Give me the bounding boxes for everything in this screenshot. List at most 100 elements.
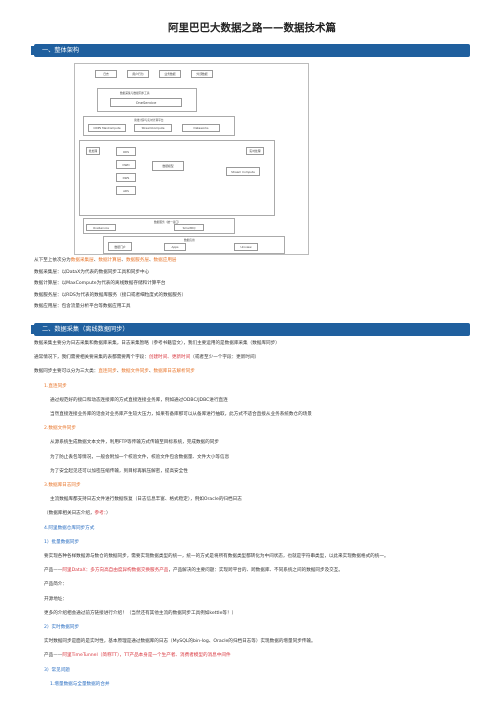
text-span: ） (106, 511, 111, 517)
text-line: 2.数据文件同步 (44, 426, 76, 432)
text-span: 通常情况下，我们需要相关要采集的表都需要两个字段： (34, 355, 149, 361)
text-span: 从下至上依次分为 (34, 258, 71, 263)
engine-box: ODPS MaxCompute (88, 124, 126, 132)
realtime-box: 实时处理 (246, 147, 264, 155)
text-line: 数据同步主要可以分为三大类：直连同步、数据文件同步、数据库日志解析同步 (34, 369, 195, 375)
text-span: 、 (148, 258, 154, 263)
text-span: 数据服务层 (125, 258, 149, 263)
text-line: 1.增量数据与全量数据的合并 (50, 682, 110, 688)
layer-box: ODS (116, 147, 136, 156)
engine-box: StreamCompute (134, 124, 172, 132)
text-span: 通过规范好的接口和动态连接库的方式直接连接业务库，例如通过ODBC/JDBC进行… (50, 397, 228, 403)
app-label: 数据应用 (184, 238, 195, 242)
text-span: 数据服务层：以RDS为代表的数据库服务（接口或者细粒度式的数据服务） (34, 292, 187, 298)
text-span: 主流数据库都支持日志文件进行数据恢复（日志信息丰富、格式稳定），例如Oracle… (50, 497, 242, 503)
text-line: 数据应用层：包含流量分析平台等数据应用工具 (34, 304, 130, 310)
layer-box: DWD (116, 160, 136, 169)
text-line: 数据采集层：以DataX为代表的数据同步工具和同步中心 (34, 270, 149, 276)
text-span: 1）批量数据同步 (44, 539, 80, 545)
model-box: 数据模型 (152, 161, 184, 171)
collect-label: 数据采集与数据同步工具 (120, 91, 150, 95)
layer-box: ADS (116, 186, 136, 195)
text-span: 、 (116, 369, 122, 375)
text-span: 数据计算层 (98, 258, 122, 263)
text-line: 为了安全起见还可以加密压缩传输，到目标再解压解密，提高安全性 (50, 469, 188, 475)
text-line: 当然直接连接业务库的话会对业务库产生较大压力，如果有备库那可以从备库进行抽取，此… (50, 412, 312, 418)
top-sources: 日志 用户行为 业务数据 外部数据 (95, 70, 285, 78)
layer-box: DWS (116, 173, 136, 182)
page-title: 阿里巴巴大数据之路——数据技术篇 (168, 22, 336, 34)
app-box: 数据门户 (108, 242, 132, 251)
text-span: 数据采集层：以DataX为代表的数据同步工具和同步中心 (34, 269, 150, 275)
text-span: 数据应用层：包含流量分析平台等数据应用工具 (34, 304, 131, 309)
text-span: 数据应用层 (153, 258, 177, 263)
text-span: 、 (148, 369, 154, 375)
text-span: 、 (121, 258, 126, 263)
source-box: 日志 (95, 70, 117, 78)
text-line: 数据服务层：以RDS为代表的数据库服务（接口或者细粒度式的数据服务） (34, 293, 186, 299)
text-span: 直连同步 (98, 369, 117, 375)
text-line: 从下至上依次分为数据采集层、数据计算层、数据服务层、数据应用层 (34, 258, 177, 264)
text-line: 4.阿里数据仓库同步方式 (44, 526, 94, 532)
app-box: Apps (164, 243, 186, 251)
text-line: 数据采集主要分为日志采集和数据库采集，日志采集暂略（参考书籍官文），我们主要运用… (34, 341, 280, 347)
text-span: 产品—— (44, 568, 63, 574)
text-line: 产品——阿里TimeTunnel（简称TT），TT产品本身是一个生产者、消费者模… (44, 653, 231, 659)
text-line: 从源系统生成数据文本文件，利用FTP等传输方式传输至目标系统，完成数据的同步 (50, 440, 219, 446)
text-span: 阿里TimeTunnel（简称TT），TT产品本身是一个生产者、消费者模型的消息… (62, 653, 231, 659)
text-line: 数据计算层：以MaxCompute为代表的离线数据存储和计算平台 (34, 281, 166, 287)
stream-box: Stream Compute (226, 167, 260, 176)
section-banner-architecture: 一、整体架构 (31, 44, 470, 57)
text-line: 1）批量数据同步 (44, 540, 79, 546)
text-span: 为了安全起见还可以加密压缩传输，到目标再解压解密，提高安全性 (50, 468, 188, 474)
compute-label: 离线计算与实时计算平台 (134, 118, 164, 122)
model-group: 批处理 实时处理 ODS DWD DWS ADS 数据模型 Stream Com… (79, 140, 275, 216)
text-line: 通常情况下，我们需要相关要采集的表都需要两个字段：创建时间、更新时间（或者至少一… (34, 355, 259, 361)
text-line: 更多的介绍相会通过前方链接进行介绍！（当然还有其他主流的数据同步工具例如kett… (44, 611, 236, 617)
text-span: 数据库日志解析同步 (153, 369, 195, 375)
text-span: 当然直接连接业务库的话会对业务库产生较大压力，如果有备库那可以从备库进行抽取，此… (50, 412, 312, 417)
text-line: 产品——阿里DataX：多方向高自由度异构数据交换服务产品，产品解决的主要问题：… (44, 568, 343, 574)
app-group: 数据应用 数据门户 Apps Uniview (103, 236, 285, 254)
engine-box: Dataworks (182, 124, 220, 132)
text-line: 实时数据同步是面的是实时性，基本原理是通过数据库的日志（MySQL的bin-lo… (44, 639, 316, 645)
text-span: 、 (93, 258, 99, 263)
text-span: 阿里DataX：多方向高自由度异构数据交换服务产品 (62, 568, 169, 574)
text-span: 开源地址： (44, 596, 67, 602)
text-span: 3.数据库日志同步 (44, 483, 81, 488)
text-span: 创建时间、更新时间 (148, 355, 191, 361)
text-span: 1.增量数据与全量数据的合并 (50, 681, 110, 687)
text-span: 数据文件同步 (121, 369, 149, 375)
text-span: 1.直连同步 (44, 383, 67, 389)
text-line: 产品简介： (44, 582, 67, 588)
text-span: 数据计算层：以MaxCompute为代表的离线数据存储和计算平台 (34, 281, 166, 286)
service-label: 数据服务（统一接口） (154, 220, 181, 224)
source-box: 业务数据 (159, 70, 181, 78)
service-group: 数据服务（统一接口） OneService SmartDQ (83, 218, 235, 234)
text-span: 要实现各种各样数据源与数仓的数据同步，需要实现数据类型的统一，统一的方式是将所有… (44, 554, 389, 559)
text-span: 从源系统生成数据文本文件，利用FTP等传输方式传输至目标系统，完成数据的同步 (50, 440, 219, 446)
text-span: 数据同步主要可以分为三大类： (34, 369, 99, 375)
compute-group: 离线计算与实时计算平台 ODPS MaxCompute StreamComput… (83, 116, 235, 136)
batch-box: 批处理 (86, 147, 100, 155)
text-span: 3）常见问题 (44, 667, 70, 673)
text-line: 要实现各种各样数据源与数仓的数据同步，需要实现数据类型的统一，统一的方式是将所有… (44, 554, 389, 560)
text-line: 1.直连同步 (44, 384, 67, 390)
architecture-diagram: 日志 用户行为 业务数据 外部数据 数据采集与数据同步工具 OneService… (74, 63, 309, 255)
text-line: 3）常见问题 (44, 668, 70, 674)
source-box: 外部数据 (191, 70, 213, 78)
text-span: 更多的介绍相会通过前方链接进行介绍！（当然还有其他主流的数据同步工具例如kett… (44, 610, 237, 616)
text-line: 开源地址： (44, 597, 67, 603)
text-span: （数据库相关日志介绍， (44, 511, 95, 517)
app-box: Uniview (234, 243, 258, 251)
text-span: 参考： (94, 511, 107, 517)
text-span: 为了防止丢包等情况，一般会附加一个校验文件，校验文件包含数据量、文件大小等信息 (50, 454, 230, 460)
text-span: 实时数据同步是面的是实时性，基本原理是通过数据库的日志（MySQL的bin-lo… (44, 639, 316, 645)
text-line: 3.数据库日志同步 (44, 483, 81, 489)
text-span: 数据采集层 (70, 258, 94, 263)
service-box: SmartDQ (174, 224, 204, 231)
section-banner-collection: 二、数据采集（离线数据同步） (31, 323, 470, 336)
text-line: （数据库相关日志介绍，参考：） (44, 511, 111, 517)
collect-group: 数据采集与数据同步工具 OneService (97, 88, 197, 112)
text-line: 通过规范好的接口和动态连接库的方式直接连接业务库，例如通过ODBC/JDBC进行… (50, 398, 228, 404)
